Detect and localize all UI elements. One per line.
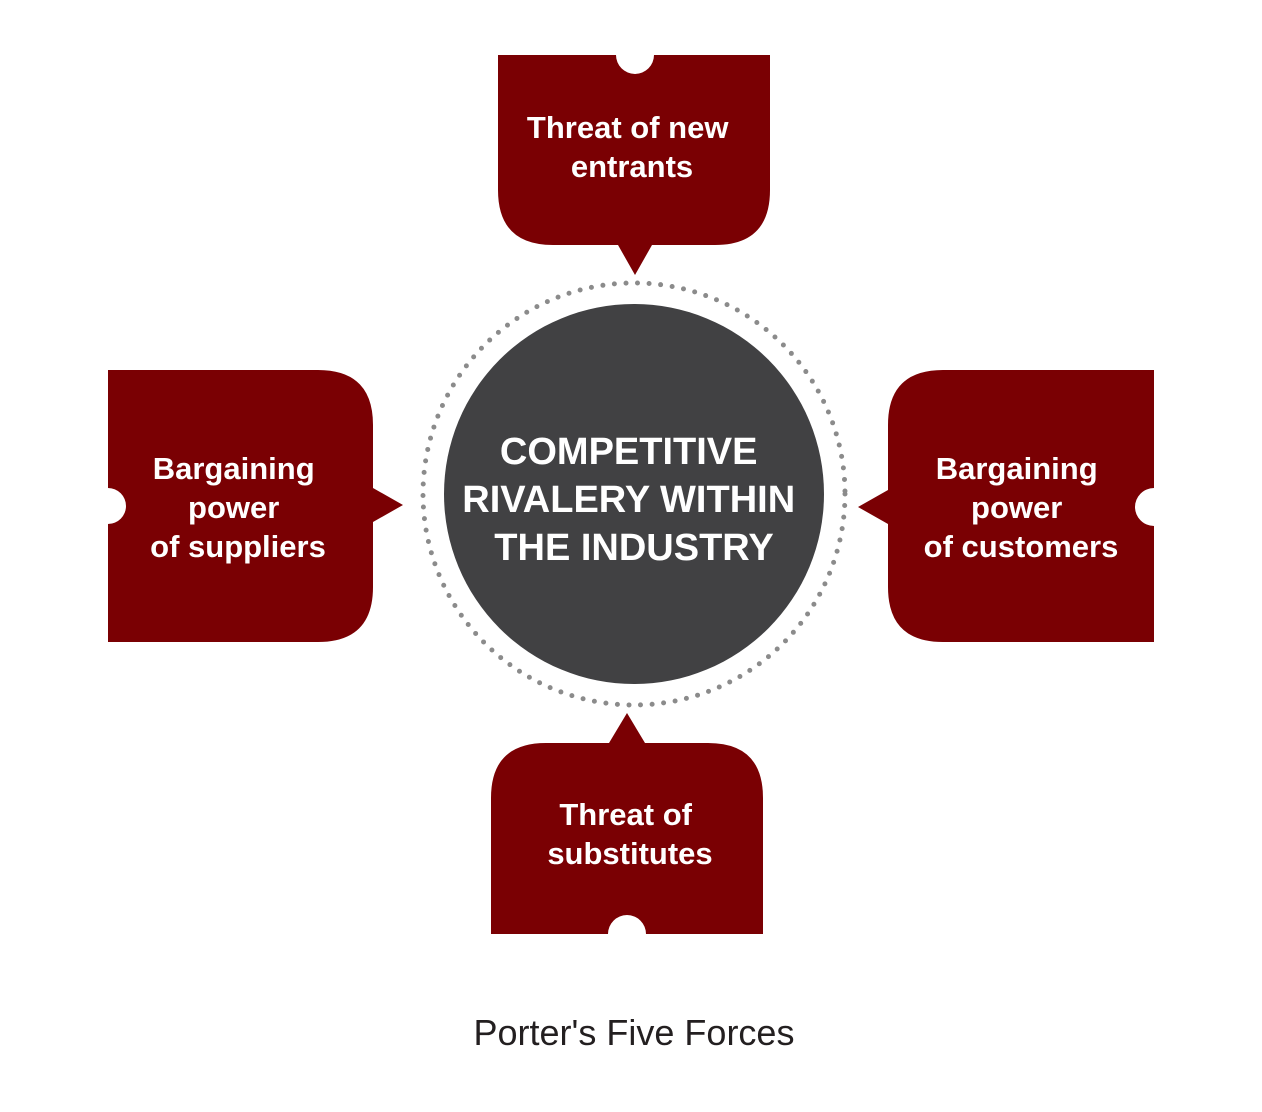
force-top-label: Threat of new entrants xyxy=(527,110,737,184)
center-line-3: THE INDUSTRY xyxy=(494,527,773,569)
force-right-label: Bargaining power of customers xyxy=(924,451,1119,564)
force-left-line-3: of suppliers xyxy=(150,529,326,564)
force-bottom-line-2: substitutes xyxy=(547,836,712,871)
force-bottom-box xyxy=(491,713,763,934)
force-top-box xyxy=(498,55,770,275)
force-right-bargaining-power-of-customers: Bargaining power of customers xyxy=(858,370,1154,642)
center-competitive-rivalry: COMPETITIVE RIVALERY WITHIN THE INDUSTRY xyxy=(420,280,848,708)
center-line-2: RIVALERY WITHIN xyxy=(462,479,795,521)
force-top-line-1: Threat of new xyxy=(527,110,729,145)
center-circle xyxy=(444,304,824,684)
center-label: COMPETITIVE RIVALERY WITHIN THE INDUSTRY xyxy=(462,431,805,569)
force-left-box xyxy=(108,370,403,642)
force-bottom-threat-of-substitutes: Threat of substitutes xyxy=(491,713,763,934)
force-bottom-line-1: Threat of xyxy=(559,797,692,832)
force-right-line-2: power xyxy=(971,490,1062,525)
force-right-line-1: Bargaining xyxy=(936,451,1098,486)
force-bottom-label: Threat of substitutes xyxy=(547,797,712,871)
force-top-threat-of-new-entrants: Threat of new entrants xyxy=(498,55,770,275)
force-left-label: Bargaining power of suppliers xyxy=(150,451,326,564)
force-top-line-2: entrants xyxy=(571,149,693,184)
force-right-line-3: of customers xyxy=(924,529,1119,564)
force-left-bargaining-power-of-suppliers: Bargaining power of suppliers xyxy=(108,370,403,642)
force-left-line-2: power xyxy=(188,490,279,525)
diagram-caption: Porter's Five Forces xyxy=(474,1012,795,1053)
force-left-line-1: Bargaining xyxy=(153,451,315,486)
center-dotted-ring xyxy=(420,280,848,708)
force-right-box xyxy=(858,370,1154,642)
center-line-1: COMPETITIVE xyxy=(500,431,758,473)
